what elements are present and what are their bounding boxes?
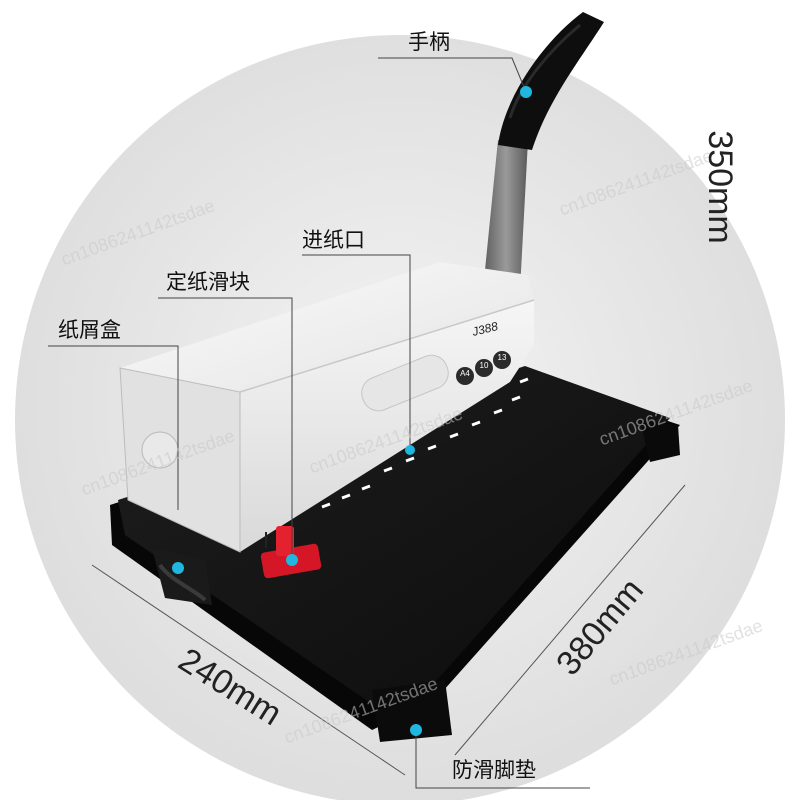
machine-body <box>119 262 535 553</box>
callout-chip-box: 纸屑盒 <box>58 318 121 342</box>
callout-handle: 手柄 <box>408 30 450 54</box>
badge-10: 10 <box>479 361 489 370</box>
callout-lines <box>48 57 590 789</box>
badge-a4: A4 <box>460 369 470 378</box>
badge-13: 13 <box>497 353 507 362</box>
callout-markers <box>172 86 532 736</box>
handle <box>484 12 604 290</box>
callout-anti-slip-pad: 防滑脚垫 <box>452 758 536 782</box>
dimension-lines <box>91 484 686 776</box>
anti-slip-pad <box>372 680 452 742</box>
callout-paper-slider: 定纸滑块 <box>166 270 250 294</box>
callout-paper-slot: 进纸口 <box>302 228 365 252</box>
dimension-height: 350mm <box>701 130 739 244</box>
